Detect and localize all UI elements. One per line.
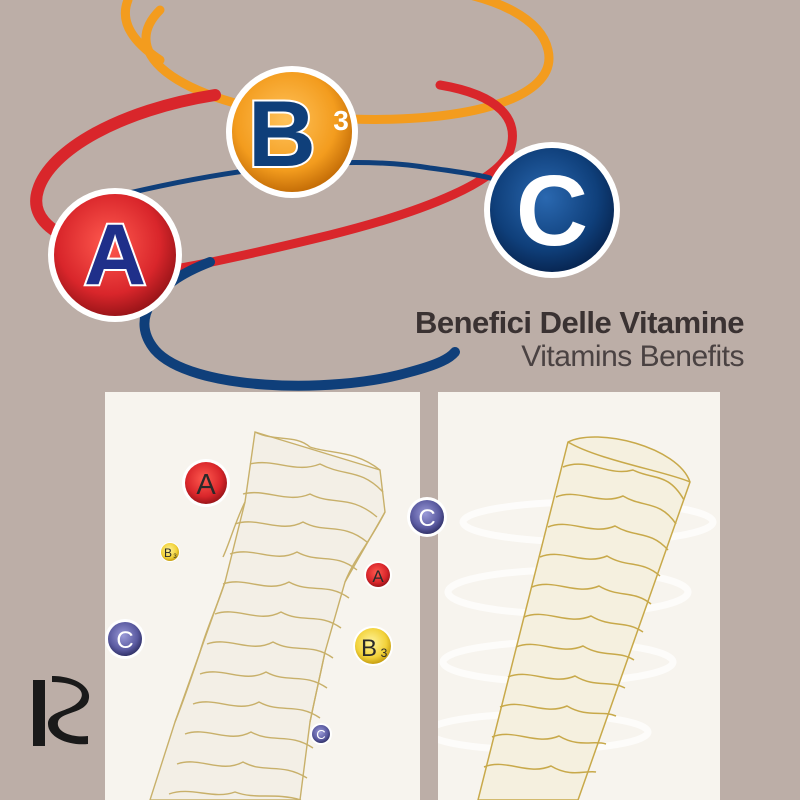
title-english: Vitamins Benefits <box>521 340 744 373</box>
damaged-hair-panel <box>105 392 420 800</box>
red-ring-upper <box>30 89 221 246</box>
badge-b3-large: B 3 <box>226 66 358 198</box>
badge-b-subscript: 3 <box>333 105 349 136</box>
orange-ring-left <box>120 0 165 65</box>
title-italian: Benefici Delle Vitamine <box>414 305 745 340</box>
healthy-hair-illustration <box>438 436 717 800</box>
damaged-hair-strand <box>149 431 386 800</box>
damaged-hair-illustration <box>149 431 386 800</box>
navy-ring-lower <box>139 257 460 391</box>
orange-ring <box>141 0 554 124</box>
badge-a-large: A <box>48 188 182 322</box>
red-ring-right <box>175 80 517 273</box>
badge-c-large: C <box>484 142 620 278</box>
healthy-hair-panel <box>438 392 720 800</box>
badge-b-letter: B <box>248 81 316 186</box>
healthy-hair-strand <box>477 436 691 800</box>
badge-c-letter: C <box>516 155 588 267</box>
badge-a-letter: A <box>84 207 146 303</box>
title-block: Benefici Delle Vitamine Vitamins Benefit… <box>414 305 745 374</box>
